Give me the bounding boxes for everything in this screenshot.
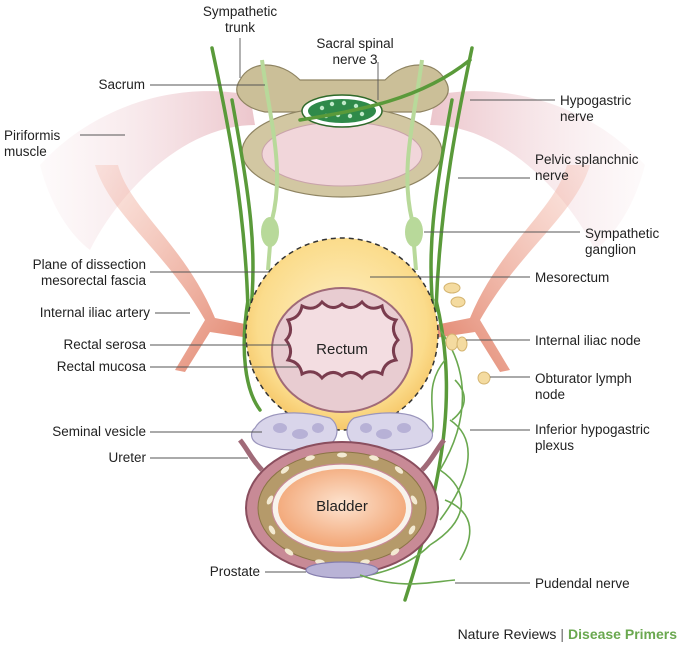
- bladder-lumen: [278, 469, 406, 547]
- piriformis-muscle-left: [40, 91, 255, 250]
- label-pudendal-nerve: Pudendal nerve: [535, 576, 630, 591]
- leader-lines: [80, 38, 580, 584]
- label-seminal-vesicle: Seminal vesicle: [52, 424, 146, 439]
- ureter-left: [238, 438, 264, 472]
- label-sacral-spinal-nerve: Sacral spinal nerve 3: [316, 36, 394, 67]
- nerves: [210, 46, 474, 602]
- sympathetic-trunk-left: [260, 59, 280, 271]
- label-bladder: Bladder: [316, 498, 368, 515]
- seminal-vesicle-texture: [273, 423, 411, 439]
- credit-separator: |: [560, 626, 565, 642]
- label-internal-iliac-node: Internal iliac node: [535, 333, 641, 348]
- label-piriformis-muscle: Piriformis muscle: [4, 128, 61, 159]
- ureter-right: [420, 438, 446, 472]
- inferior-hypogastric-plexus: [349, 329, 471, 579]
- label-sacrum: Sacrum: [98, 77, 145, 92]
- piriformis-muscle-right: [430, 91, 645, 250]
- label-mesorectum: Mesorectum: [535, 270, 610, 285]
- internal-iliac-artery-left: [95, 165, 250, 372]
- label-obturator-lymph-node: Obturator lymph node: [535, 371, 632, 402]
- sacrum-disc: [261, 121, 423, 187]
- label-rectal-mucosa: Rectal mucosa: [56, 359, 146, 374]
- rectal-mucosa: [283, 299, 401, 381]
- label-prostate: Prostate: [209, 564, 260, 579]
- prostate: [305, 561, 379, 579]
- label-plane-of-dissection: Plane of dissection mesorectal fascia: [32, 257, 146, 288]
- label-inferior-hypogastric-plexus: Inferior hypogastric plexus: [535, 422, 650, 453]
- label-sympathetic-ganglion: Sympathetic ganglion: [585, 226, 660, 257]
- label-rectum: Rectum: [316, 341, 368, 358]
- sympathetic-trunk-right: [405, 59, 424, 271]
- credit-line: Nature Reviews|Disease Primers: [458, 626, 677, 642]
- internal-iliac-artery-right: [435, 165, 590, 372]
- label-sympathetic-trunk: Sympathetic trunk: [202, 4, 278, 35]
- label-pelvic-splanchnic-nerve: Pelvic splanchnic nerve: [535, 152, 639, 183]
- sympathetic-ganglion-right: [405, 217, 423, 247]
- pudendal-nerve: [359, 574, 456, 585]
- label-hypogastric-nerve: Hypogastric nerve: [560, 93, 632, 124]
- credit-series: Disease Primers: [568, 626, 677, 642]
- label-ureter: Ureter: [108, 450, 146, 465]
- label-rectal-serosa: Rectal serosa: [63, 337, 146, 352]
- lymph-nodes: [443, 282, 491, 385]
- credit-publisher: Nature Reviews: [457, 626, 557, 642]
- sympathetic-ganglion-left: [261, 217, 279, 247]
- label-internal-iliac-artery: Internal iliac artery: [39, 305, 150, 320]
